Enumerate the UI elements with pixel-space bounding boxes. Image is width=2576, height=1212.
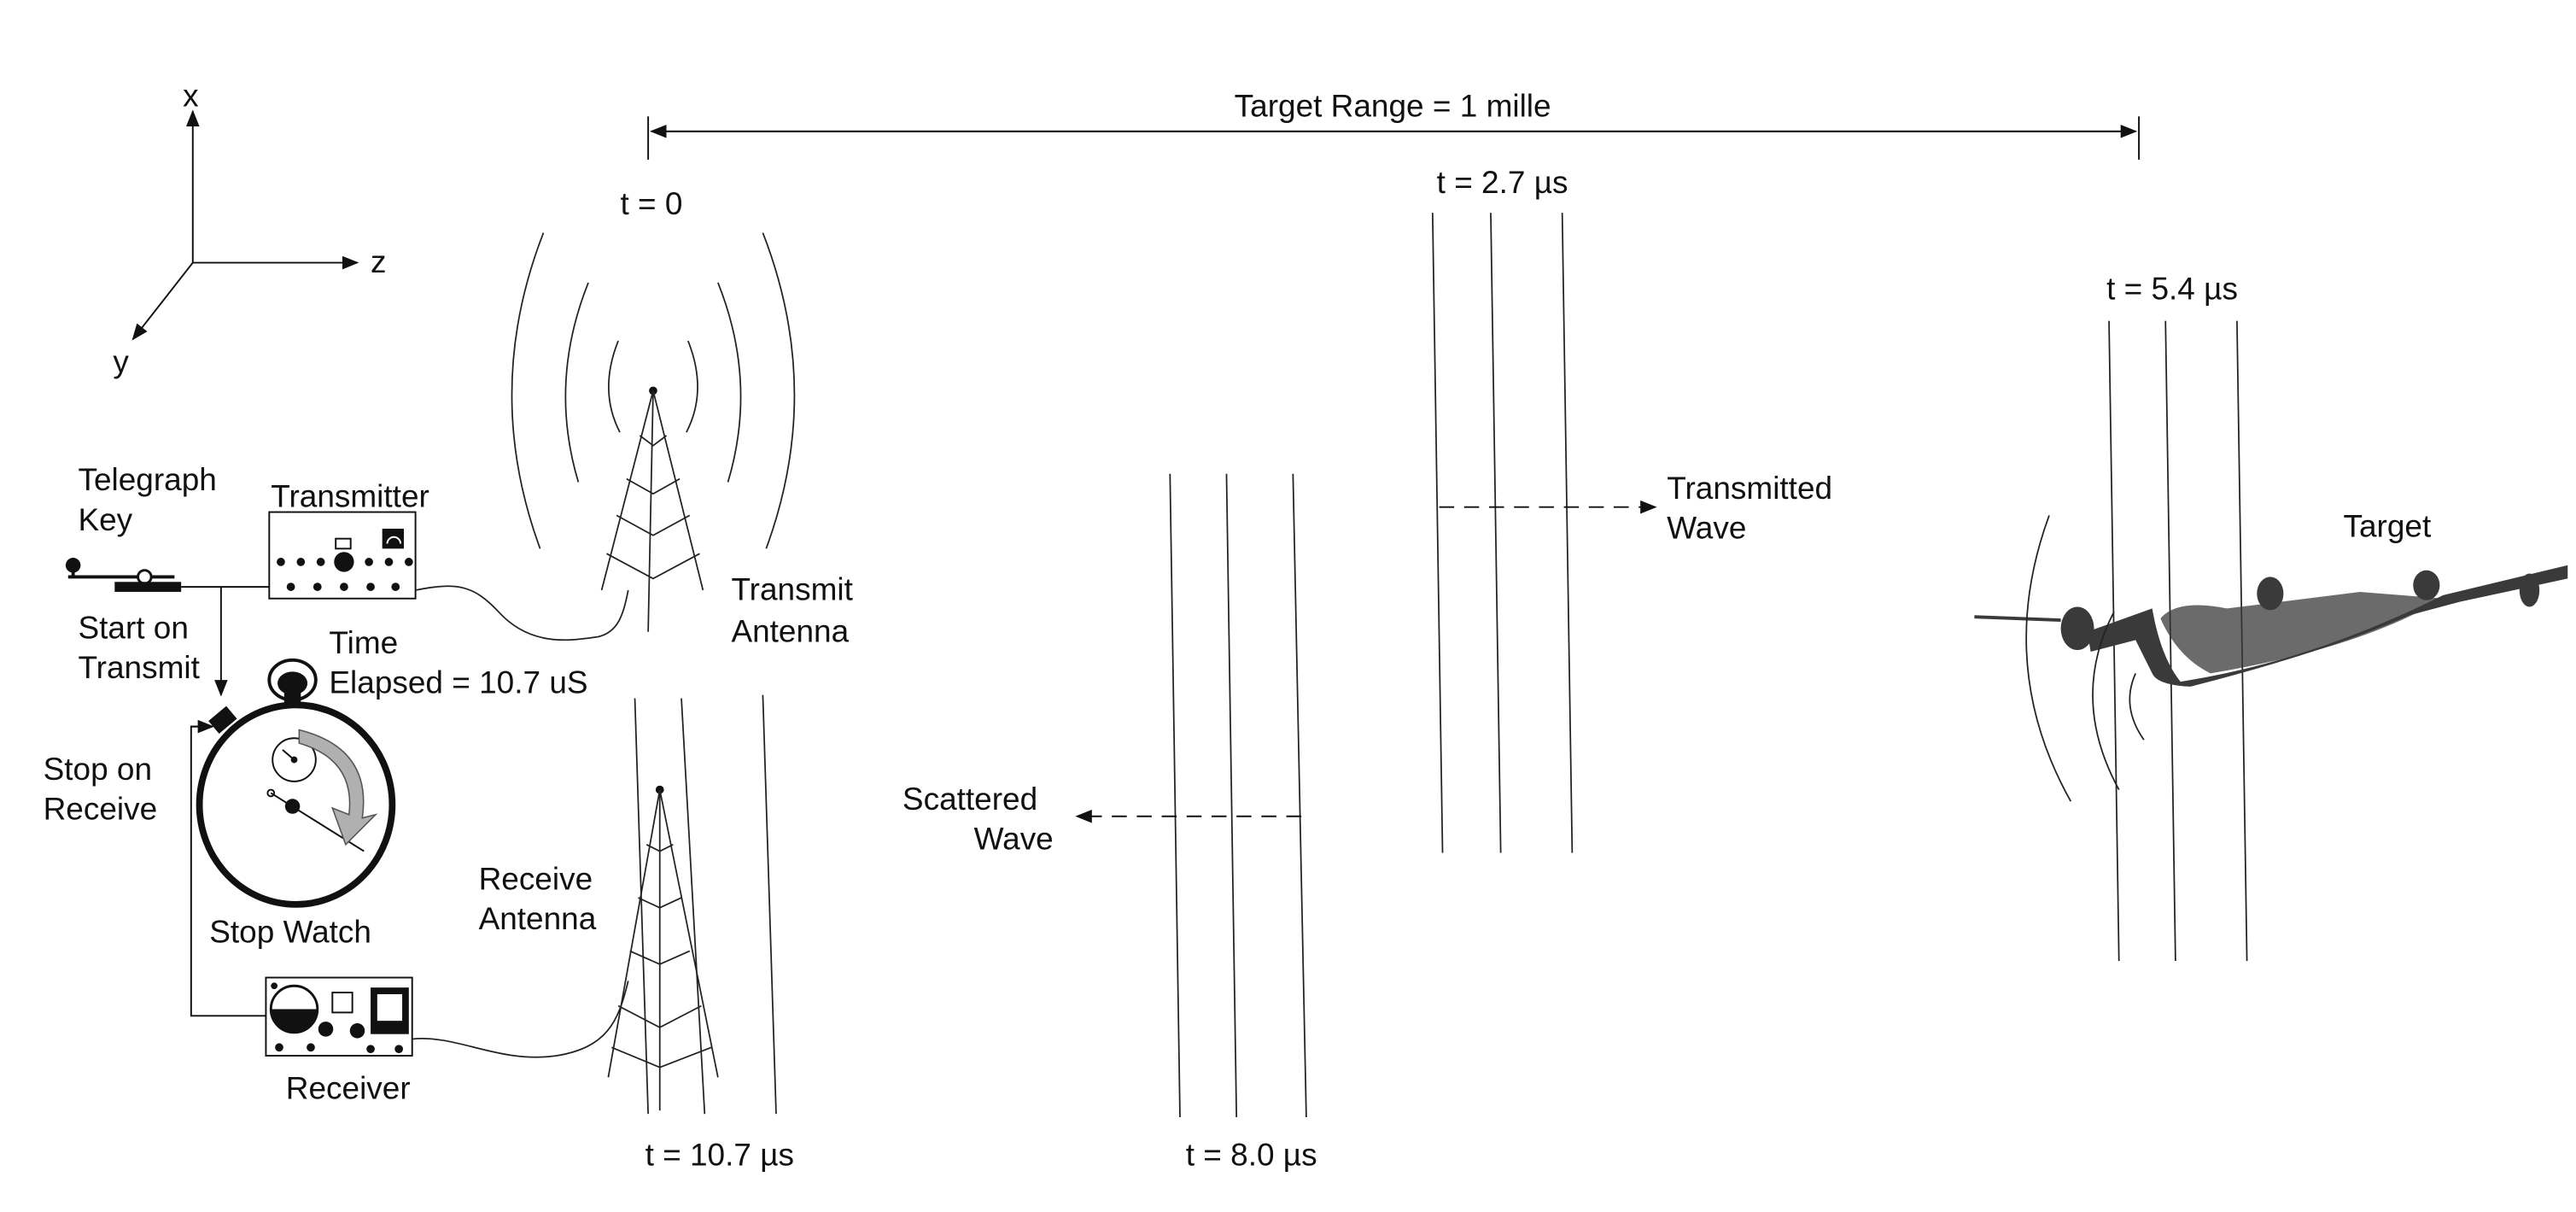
transmitted-wave-label-2: Wave [1667, 511, 1746, 546]
target-range-label: Target Range = 1 mille [1235, 88, 1551, 123]
transmit-antenna-label-1: Transmit [731, 572, 852, 607]
z-axis-label: z [371, 244, 386, 279]
reflected-arcs-icon [2025, 515, 2145, 802]
wavefront-t8-0 [1169, 473, 1307, 1118]
time-label-t2-7: t = 2.7 µs [1437, 165, 1568, 200]
time-label-t5-4: t = 5.4 µs [2106, 271, 2238, 306]
wavefront-t2-7 [1431, 213, 1574, 853]
coordinate-axes: x z y [113, 79, 386, 379]
receive-antenna: Receive Antenna [479, 785, 719, 1111]
target-label: Target [2343, 509, 2431, 544]
time-label-t10-7: t = 10.7 µs [645, 1137, 794, 1172]
stopwatch-icon: Stop Watch [196, 658, 396, 950]
x-axis-label: x [183, 79, 199, 114]
wavefront-t10-7 [634, 694, 777, 1115]
telegraph-key-label-2: Key [78, 502, 132, 537]
elapsed-label-1: Time [329, 625, 398, 660]
transmitter-cable [415, 585, 629, 641]
transmit-antenna-label-2: Antenna [731, 613, 849, 648]
receiver-cable [412, 981, 629, 1058]
scattered-wave-label-1: Scattered [902, 782, 1037, 817]
start-label-1: Start on [78, 610, 188, 645]
stop-label-2: Receive [44, 792, 158, 827]
receive-antenna-label-1: Receive [479, 861, 593, 896]
target-aircraft-icon: Target [1974, 509, 2568, 802]
target-range-dimension: Target Range = 1 mille [647, 88, 2141, 160]
transmitted-wave-label-1: Transmitted [1667, 471, 1832, 506]
time-label-t8-0: t = 8.0 µs [1186, 1137, 1317, 1172]
telegraph-key-label-1: Telegraph [78, 462, 216, 497]
radiating-arcs-icon [511, 232, 796, 549]
y-axis-arrow [131, 261, 194, 341]
time-label-t0: t = 0 [621, 186, 683, 221]
receiver-label: Receiver [286, 1071, 411, 1106]
scattered-wave-label-2: Wave [974, 822, 1054, 857]
stopwatch-label: Stop Watch [209, 915, 371, 950]
transmitter-icon: Transmitter [268, 479, 429, 600]
receiver-icon: Receiver [265, 976, 413, 1106]
elapsed-label-2: Elapsed = 10.7 uS [329, 665, 587, 700]
y-axis-label: y [113, 344, 129, 379]
start-label-2: Transmit [78, 650, 199, 685]
telegraph-key-icon: Telegraph Key [65, 462, 217, 592]
transmitter-label: Transmitter [271, 479, 429, 514]
transmit-antenna: Transmit Antenna [511, 232, 853, 648]
stop-label-1: Stop on [44, 752, 152, 787]
receive-antenna-label-2: Antenna [479, 901, 597, 936]
